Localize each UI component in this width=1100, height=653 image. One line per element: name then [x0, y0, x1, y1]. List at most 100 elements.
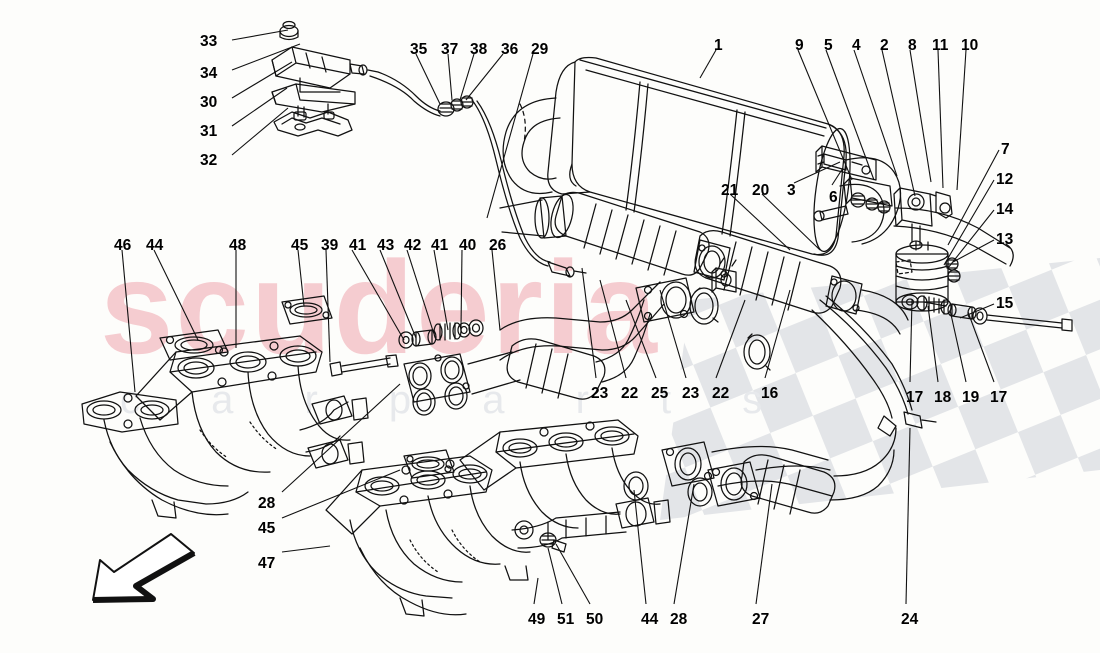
callout-leader-line [581, 267, 597, 379]
callout-number-41: 41 [431, 237, 449, 254]
callout-number-39: 39 [321, 237, 339, 254]
callout-number-13: 13 [996, 231, 1014, 248]
front-pipe-assembly [403, 281, 665, 416]
callout-leader-line [379, 249, 417, 339]
callout-leader-line [881, 49, 916, 197]
callout-number-32: 32 [200, 152, 218, 169]
hardware-stack [398, 319, 484, 349]
callout-number-45: 45 [258, 520, 276, 537]
callout-leader-line [909, 49, 932, 183]
callout-leader-line [297, 249, 305, 307]
callout-number-19: 19 [962, 389, 980, 406]
callout-leader-line [415, 53, 441, 105]
exhaust-manifold-bottom [325, 419, 671, 617]
callout-number-15: 15 [996, 295, 1014, 312]
callout-number-21: 21 [721, 182, 739, 199]
callout-leader-line [325, 249, 331, 363]
callout-number-51: 51 [557, 611, 575, 628]
callout-number-6: 6 [829, 189, 838, 206]
lambda-sensor-cable [367, 69, 587, 278]
callout-leader-line [555, 543, 591, 605]
callout-number-20: 20 [752, 182, 770, 199]
callout-number-43: 43 [377, 237, 395, 254]
callout-leader-line [937, 49, 944, 189]
callout-leader-line [633, 489, 647, 605]
callout-leader-line [460, 249, 463, 329]
callout-number-26: 26 [489, 237, 507, 254]
callout-number-33: 33 [200, 33, 218, 50]
callout-number-35: 35 [410, 41, 428, 58]
callout-leader-line [547, 547, 563, 605]
callout-leader-line [491, 249, 501, 331]
callout-leader-line [947, 149, 1000, 246]
callout-number-46: 46 [114, 237, 132, 254]
callout-leader-line [956, 49, 967, 191]
callout-number-17: 17 [990, 389, 1008, 406]
callout-leader-line [153, 249, 199, 341]
callout-number-25: 25 [651, 385, 669, 402]
callout-number-24: 24 [901, 611, 919, 628]
callout-leader-line [533, 577, 539, 605]
callout-number-14: 14 [996, 201, 1014, 218]
callout-number-49: 49 [528, 611, 546, 628]
callout-leader-line [761, 193, 821, 251]
callout-number-50: 50 [586, 611, 604, 628]
callout-leader-line [281, 469, 401, 519]
callout-number-47: 47 [258, 555, 276, 572]
callout-number-18: 18 [934, 389, 952, 406]
catalytic-converter-upper [499, 191, 731, 281]
callout-leader-line [659, 289, 687, 379]
callout-number-34: 34 [200, 65, 218, 82]
callout-number-29: 29 [531, 41, 549, 58]
callout-leader-line [729, 193, 791, 251]
sensor-wire-harness [811, 295, 937, 437]
callout-leader-line [715, 299, 746, 379]
callout-leader-line [853, 49, 898, 177]
callout-number-22: 22 [712, 385, 730, 402]
callout-leader-line [927, 305, 939, 383]
callout-leader-line [486, 53, 534, 219]
callout-leader-line [447, 53, 453, 101]
callout-number-45: 45 [291, 237, 309, 254]
callout-number-28: 28 [670, 611, 688, 628]
callout-leader-line [231, 43, 301, 71]
callout-number-30: 30 [200, 94, 218, 111]
callout-number-3: 3 [787, 182, 796, 199]
callout-leader-line [281, 545, 331, 553]
callout-leader-line [909, 299, 913, 383]
callout-leader-line [459, 53, 475, 101]
callout-number-16: 16 [761, 385, 779, 402]
callout-leader-line [797, 49, 853, 181]
gasket-44-lower [895, 259, 913, 275]
callout-number-44: 44 [641, 611, 659, 628]
callout-number-10: 10 [961, 37, 979, 54]
gasket-45-upper [281, 295, 333, 325]
gasket-44 [159, 329, 229, 361]
callout-number-28: 28 [258, 495, 276, 512]
callout-leader-line [793, 161, 841, 184]
callout-leader-line [967, 311, 995, 383]
callout-leader-line [231, 87, 288, 127]
callout-number-9: 9 [795, 37, 804, 54]
callout-number-11: 11 [932, 37, 949, 54]
callout-number-48: 48 [229, 237, 247, 254]
callout-leader-line [281, 383, 401, 493]
callout-leader-line [351, 249, 405, 341]
callout-leader-line [952, 239, 995, 263]
callout-number-8: 8 [908, 37, 917, 54]
bolt-39 [329, 354, 399, 377]
callout-number-31: 31 [200, 123, 218, 140]
callout-number-40: 40 [459, 237, 477, 254]
mounting-hardware-row [901, 294, 1073, 332]
callout-leader-line [673, 483, 695, 605]
catalytic-converter-lower [694, 230, 909, 335]
muffler-hanger-bracket [815, 145, 877, 181]
callout-leader-line [825, 49, 875, 181]
callout-number-17: 17 [906, 389, 924, 406]
callout-number-12: 12 [996, 171, 1014, 188]
callout-leader-line [755, 483, 773, 605]
callout-leader-line [625, 299, 657, 379]
callout-leader-line [943, 179, 995, 266]
